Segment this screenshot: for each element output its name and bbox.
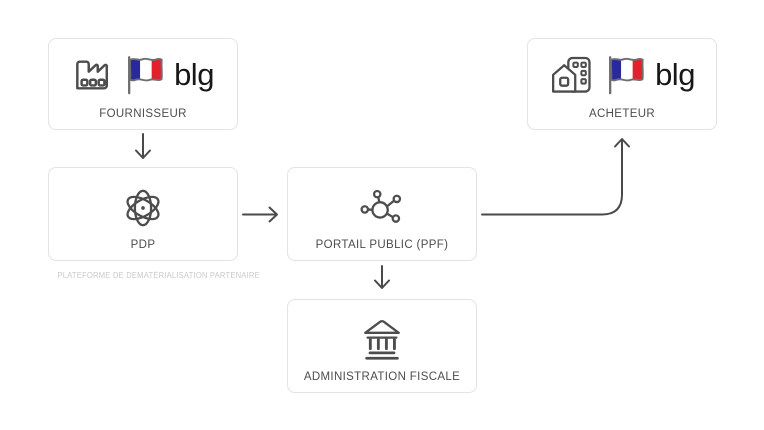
blg-logo: blg — [655, 57, 695, 92]
fournisseur-icon-row: blg — [49, 51, 237, 99]
arrow-fournisseur-to-pdp — [135, 133, 151, 159]
french-flag-icon — [609, 56, 644, 95]
network-icon — [360, 189, 402, 223]
node-label-portail-public: PORTAIL PUBLIC (PPF) — [315, 239, 449, 251]
atom-icon — [126, 189, 160, 227]
blg-logo: blg — [174, 57, 214, 92]
node-label-fournisseur: FOURNISSEUR — [99, 108, 187, 120]
acheteur-icon-row: blg — [528, 51, 716, 99]
arrow-portail-public-to-acheteur — [481, 138, 630, 216]
node-portail-public: PORTAIL PUBLIC (PPF) — [287, 167, 477, 261]
node-pdp: PDP — [48, 167, 238, 261]
admin-icon-row — [288, 316, 476, 364]
factory-icon — [76, 60, 109, 90]
pdp-icon-row — [49, 184, 237, 232]
node-label-acheteur: ACHETEUR — [588, 108, 656, 120]
node-label-pdp: PDP — [130, 239, 156, 251]
pdp-sublabel: PLATEFORME DE DEMATÉRIALISATION PARTENAI… — [57, 270, 260, 280]
buildings-icon — [552, 56, 591, 93]
node-fournisseur: blg FOURNISSEUR — [48, 38, 238, 130]
node-label-administration-fiscale: ADMINISTRATION FISCALE — [303, 371, 461, 383]
bank-icon — [364, 320, 400, 360]
arrow-pdp-to-portail-public — [242, 206, 278, 223]
french-flag-icon — [128, 56, 163, 95]
ppf-icon-row — [288, 184, 476, 232]
arrow-portail-public-to-administration-fiscale — [374, 265, 390, 289]
node-acheteur: blg ACHETEUR — [527, 38, 717, 130]
node-administration-fiscale: ADMINISTRATION FISCALE — [287, 299, 477, 393]
